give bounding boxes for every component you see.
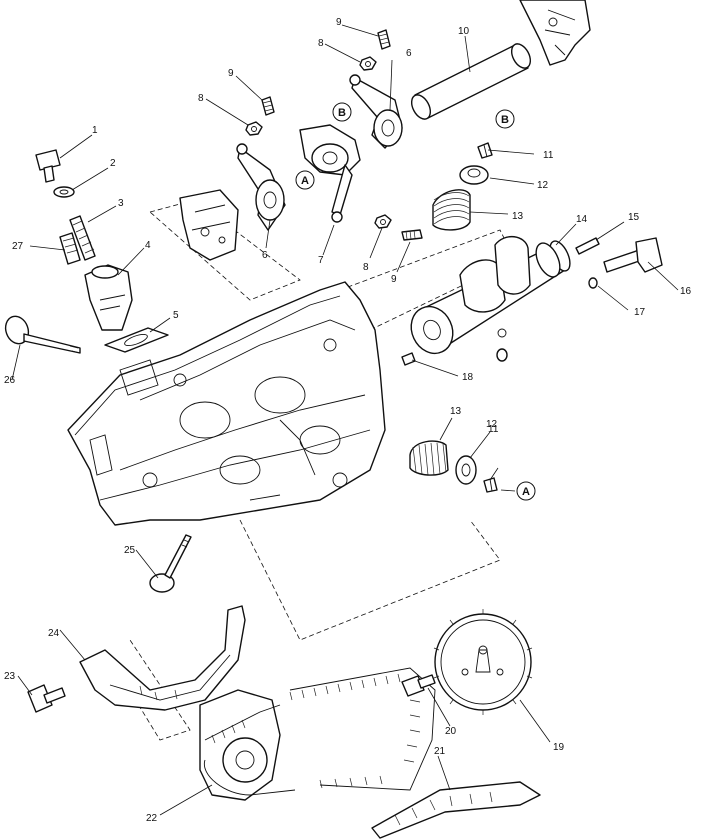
reference-markers: A A B B bbox=[295, 102, 536, 501]
housing-fragment bbox=[519, 0, 591, 66]
rocker-arm-center bbox=[299, 124, 361, 223]
spring-retainer-lower bbox=[455, 455, 477, 485]
callout-21: 21 bbox=[434, 746, 446, 757]
callout-11-lower: 11 bbox=[488, 424, 499, 435]
callout-9-left: 9 bbox=[228, 68, 234, 79]
callout-6-left: 6 bbox=[262, 250, 268, 261]
callout-18: 18 bbox=[462, 372, 474, 383]
svg-text:A: A bbox=[522, 486, 530, 498]
tensioner-washer bbox=[53, 186, 75, 198]
callout-6-upper: 6 bbox=[406, 48, 412, 59]
decompressor-shaft bbox=[603, 237, 663, 273]
cam-pin bbox=[575, 237, 600, 255]
callout-8-top: 8 bbox=[318, 38, 324, 49]
timing-chain bbox=[203, 667, 436, 796]
callout-20: 20 bbox=[445, 726, 457, 737]
callout-13-lower: 13 bbox=[450, 406, 462, 417]
valve-spring-lower bbox=[409, 440, 449, 476]
callout-4: 4 bbox=[145, 240, 151, 251]
ref-marker-b-right: B bbox=[495, 109, 515, 129]
tensioner-gasket bbox=[104, 327, 169, 353]
callout-8-mid: 8 bbox=[363, 262, 369, 273]
tensioner-plunger bbox=[59, 232, 81, 265]
lock-nut-mid bbox=[374, 214, 392, 229]
callout-14: 14 bbox=[576, 214, 588, 225]
spring-retainer-upper bbox=[459, 165, 489, 185]
callout-15: 15 bbox=[628, 212, 640, 223]
callout-11-upper: 11 bbox=[543, 150, 554, 161]
rocker-arm-left bbox=[236, 143, 286, 231]
chain-guide-lower bbox=[371, 781, 541, 839]
lock-nut-top bbox=[359, 56, 377, 71]
cam-sprocket bbox=[433, 609, 533, 715]
camshaft bbox=[410, 236, 571, 355]
ref-marker-a-lower: A bbox=[516, 481, 536, 501]
cylinder-head bbox=[67, 281, 386, 526]
callout-25: 25 bbox=[124, 545, 136, 556]
adjuster-screw-left bbox=[261, 96, 275, 116]
callout-9-top: 9 bbox=[336, 17, 342, 28]
valve-intake bbox=[4, 315, 81, 354]
callout-10: 10 bbox=[458, 26, 470, 37]
tensioner-body bbox=[84, 264, 133, 331]
adjuster-screw-mid bbox=[401, 229, 423, 241]
callout-1: 1 bbox=[92, 125, 98, 136]
lock-nut-left bbox=[245, 121, 263, 136]
rocker-shaft bbox=[410, 43, 532, 120]
outline-cam-sprocket bbox=[239, 519, 501, 641]
callout-labels: 1 2 3 4 5 6 6 7 8 8 8 9 9 9 10 11 11 12 … bbox=[4, 17, 692, 824]
valve-exhaust bbox=[149, 534, 192, 593]
ref-marker-a-upper: A bbox=[295, 170, 315, 190]
leader-lines bbox=[11, 24, 679, 816]
callout-19: 19 bbox=[553, 742, 565, 753]
callout-9-mid: 9 bbox=[391, 274, 397, 285]
outline-rocker-bracket bbox=[149, 199, 301, 301]
plug-small bbox=[496, 348, 508, 362]
sprocket-bolt bbox=[401, 674, 436, 697]
callout-13-upper: 13 bbox=[512, 211, 524, 222]
callout-27: 27 bbox=[12, 241, 24, 252]
callout-16: 16 bbox=[680, 286, 692, 297]
callout-26: 26 bbox=[4, 375, 16, 386]
callout-7: 7 bbox=[318, 255, 324, 266]
crank-sprocket bbox=[199, 689, 281, 801]
callout-2: 2 bbox=[110, 158, 116, 169]
tensioner-spring bbox=[69, 215, 96, 261]
callout-12-upper: 12 bbox=[537, 180, 549, 191]
callout-8-left: 8 bbox=[198, 93, 204, 104]
rocker-arm-upper bbox=[349, 74, 403, 149]
valve-keeper-upper bbox=[477, 142, 493, 159]
small-washer bbox=[588, 277, 598, 289]
valve-spring-upper bbox=[432, 189, 471, 231]
adjuster-screw-top bbox=[377, 29, 391, 50]
callout-23: 23 bbox=[4, 671, 16, 682]
chain-guide-upper bbox=[79, 605, 246, 711]
ref-marker-b-upper: B bbox=[332, 102, 352, 122]
svg-text:B: B bbox=[338, 107, 346, 119]
rocker-bracket bbox=[179, 189, 239, 261]
callout-5: 5 bbox=[173, 310, 179, 321]
callout-24: 24 bbox=[48, 628, 60, 639]
svg-text:B: B bbox=[501, 114, 509, 126]
guide-bolt bbox=[27, 684, 66, 713]
callout-12-lower: 12 bbox=[486, 419, 498, 430]
callout-17: 17 bbox=[634, 307, 646, 318]
callout-3: 3 bbox=[118, 198, 124, 209]
callout-22: 22 bbox=[146, 813, 158, 824]
tensioner-bolt bbox=[35, 149, 61, 183]
svg-text:A: A bbox=[301, 175, 309, 187]
valve-keeper-lower bbox=[483, 477, 498, 493]
dowel-pin bbox=[401, 352, 416, 366]
